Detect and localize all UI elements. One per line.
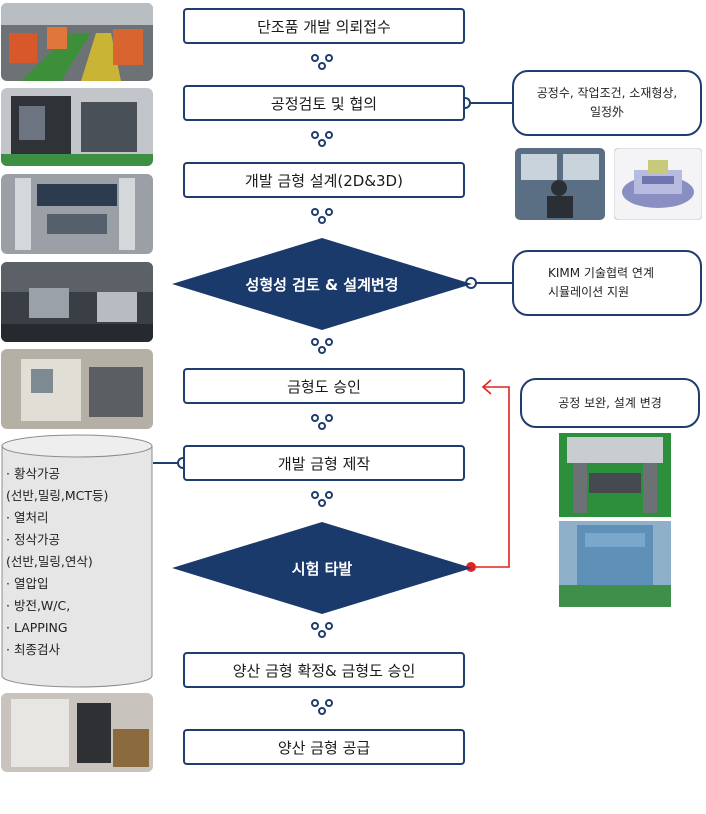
process-list-item: · 열압입 <box>6 576 49 591</box>
press-machine-photo <box>1 174 153 254</box>
step-label: 금형도 승인 <box>287 377 361 396</box>
step-label: 공정검토 및 협의 <box>270 94 378 113</box>
flow-dots-icon <box>311 338 333 354</box>
process-list-item: · 정삭가공 <box>6 532 60 547</box>
edm-machine-photo <box>1 349 153 429</box>
3d-die-model-image <box>614 148 702 220</box>
flow-dots-icon <box>311 414 333 430</box>
process-list: · 황삭가공 (선반,밀링,MCT등) · 열처리 · 정삭가공 (선반,밀링,… <box>6 463 146 661</box>
process-list-item: · 열처리 <box>6 510 49 525</box>
process-list-item: (선반,밀링,연삭) <box>6 554 93 569</box>
press-photo-2 <box>559 521 671 607</box>
note-line: 일정外 <box>589 105 625 119</box>
flow-dots-icon <box>311 54 333 70</box>
step-drawing-approval: 금형도 승인 <box>183 368 465 404</box>
note-line: 공정 보완, 설계 변경 <box>558 395 662 410</box>
note-line: KIMM 기술협력 연계 <box>548 266 654 280</box>
process-list-item: · 최종검사 <box>6 642 60 657</box>
decision-trial-label: 시험 타발 <box>291 559 353 578</box>
process-list-item: · 방전,W/C, <box>6 598 71 613</box>
process-list-item: (선반,밀링,MCT등) <box>6 488 109 503</box>
review-criteria-note: 공정수, 작업조건, 소재형상, 일정外 <box>512 70 702 136</box>
flow-dots-icon <box>311 491 333 507</box>
step-production-supply: 양산 금형 공급 <box>183 729 465 765</box>
feedback-origin-dot <box>466 562 476 572</box>
decision-formability-review <box>172 238 472 330</box>
flow-dots-icon <box>311 622 333 638</box>
step-label: 양산 금형 공급 <box>277 738 371 757</box>
step-label: 개발 금형 제작 <box>277 454 371 473</box>
cad-operator-photo <box>515 148 605 220</box>
factory-floor-photo <box>1 3 153 81</box>
feedback-arrow-head <box>481 379 492 395</box>
step-order-receipt: 단조품 개발 의뢰접수 <box>183 8 465 44</box>
feedback-loop-line <box>471 386 510 568</box>
flow-dots-icon <box>311 699 333 715</box>
machining-center-photo <box>1 88 153 166</box>
step-die-fabrication: 개발 금형 제작 <box>183 445 465 481</box>
note-line: 시뮬레이션 지원 <box>548 285 630 299</box>
step-label: 양산 금형 확정& 금형도 승인 <box>232 661 416 680</box>
flow-dots-icon <box>311 131 333 147</box>
press-photo-1 <box>559 433 671 517</box>
feedback-note: 공정 보완, 설계 변경 <box>520 378 700 428</box>
flow-dots-icon <box>311 208 333 224</box>
process-list-item: · LAPPING <box>6 620 68 635</box>
note-line: 공정수, 작업조건, 소재형상, <box>536 86 678 100</box>
finished-die-photo <box>1 693 153 772</box>
process-list-item: · 황삭가공 <box>6 466 60 481</box>
step-production-confirm: 양산 금형 확정& 금형도 승인 <box>183 652 465 688</box>
step-label: 단조품 개발 의뢰접수 <box>257 17 391 36</box>
kimm-support-note: KIMM 기술협력 연계 시뮬레이션 지원 <box>512 250 702 316</box>
decision-trial-punching <box>172 522 472 614</box>
cmm-lab-photo <box>1 262 153 342</box>
step-die-design: 개발 금형 설계(2D&3D) <box>183 162 465 198</box>
decision-formability-label: 성형성 검토 & 설계변경 <box>245 275 399 294</box>
step-process-review: 공정검토 및 협의 <box>183 85 465 121</box>
process-cylinder <box>1 434 153 688</box>
step-label: 개발 금형 설계(2D&3D) <box>245 171 403 190</box>
